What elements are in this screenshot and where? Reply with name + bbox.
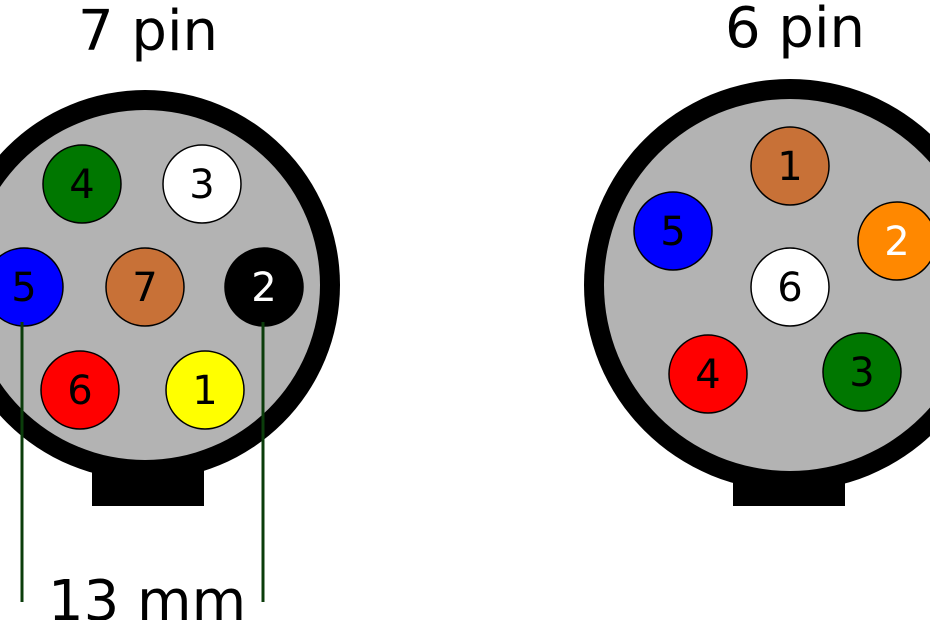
connector-7pin-pin-4-label: 4 <box>69 162 94 208</box>
connector-6pin-pin-4-circle <box>668 334 748 414</box>
connector-6pin-pin-6-circle <box>750 247 830 327</box>
connector-6pin-pin-6: 6 <box>750 247 830 327</box>
connector-6pin-pin-2-label: 2 <box>884 219 909 265</box>
connector-6pin-pin-5-label: 5 <box>660 209 685 255</box>
dimension-label: 13 mm <box>48 569 246 620</box>
connector-7pin-pin-3-circle <box>162 144 242 224</box>
connector-6pin-pin-3-circle <box>822 332 902 412</box>
connector-7pin-pin-6-circle <box>40 350 120 430</box>
connector-7pin-pin-7-label: 7 <box>132 265 157 311</box>
connector-6pin-pin-3-label: 3 <box>849 350 874 396</box>
connector-6pin-pin-3: 3 <box>822 332 902 412</box>
connector-6pin-pin-2: 2 <box>857 201 930 281</box>
connector-7pin-pin-6: 6 <box>40 350 120 430</box>
connector-6pin-pin-4-label: 4 <box>695 352 720 398</box>
connector-7pin-pin-5-circle <box>0 247 64 327</box>
connector-7pin: 7 pin 4 3 5 7 2 6 1 <box>0 0 340 506</box>
connector-6pin-pin-5: 5 <box>633 191 713 271</box>
connector-7pin-pin-5-label: 5 <box>11 265 36 311</box>
connector-6pin-pin-6-label: 6 <box>777 265 802 311</box>
connector-6pin-pin-1-label: 1 <box>777 144 802 190</box>
connector-7pin-pin-1: 1 <box>165 350 245 430</box>
connector-7pin-title: 7 pin <box>78 0 218 64</box>
connector-7pin-pins: 4 3 5 7 2 6 1 <box>0 144 304 430</box>
connector-7pin-pin-7: 7 <box>105 247 185 327</box>
connector-7pin-pin-1-label: 1 <box>192 368 217 414</box>
connector-6pin-pin-2-circle <box>857 201 930 281</box>
connector-6pin-pin-5-circle <box>633 191 713 271</box>
connector-7pin-pin-2: 2 <box>224 247 304 327</box>
connector-7pin-pin-6-label: 6 <box>67 368 92 414</box>
connector-7pin-pin-4: 4 <box>42 144 122 224</box>
connector-6pin-pin-1-circle <box>750 126 830 206</box>
connector-6pin-pin-4: 4 <box>668 334 748 414</box>
connector-6pin-title: 6 pin <box>725 0 865 61</box>
connector-7pin-pin-2-label: 2 <box>251 265 276 311</box>
connector-7pin-pin-5: 5 <box>0 247 64 327</box>
connector-7pin-pin-4-circle <box>42 144 122 224</box>
connector-7pin-pin-1-circle <box>165 350 245 430</box>
connector-6pin-pins: 1 5 2 6 4 3 <box>633 126 930 414</box>
connector-6pin-pin-1: 1 <box>750 126 830 206</box>
connector-7pin-pin-3-label: 3 <box>189 162 214 208</box>
pin-spacing-dimension: 13 mm <box>20 322 265 625</box>
connector-6pin: 6 pin 1 5 2 6 4 3 <box>584 0 930 506</box>
connector-7pin-pin-7-circle <box>105 247 185 327</box>
connector-7pin-pin-3: 3 <box>162 144 242 224</box>
